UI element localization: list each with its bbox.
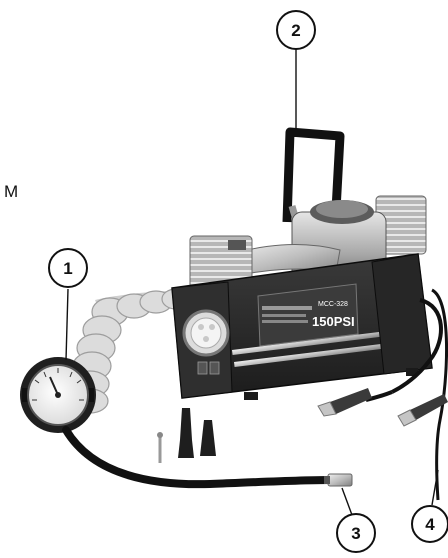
air-hose xyxy=(62,426,353,489)
model-label: MCC-328 xyxy=(318,301,348,308)
battery-clamp-right xyxy=(397,394,448,427)
pressure-label: 150PSI xyxy=(312,314,355,329)
light-switch xyxy=(209,361,220,375)
callout-3: 3 xyxy=(336,513,376,553)
callout-2: 2 xyxy=(276,10,316,50)
side-letter: M xyxy=(4,182,19,201)
callout-leaders xyxy=(65,48,439,516)
power-switch xyxy=(197,361,208,375)
nozzle-adapters xyxy=(157,408,216,463)
air-chuck xyxy=(327,473,353,487)
callout-1: 1 xyxy=(48,248,88,288)
callout-4: 4 xyxy=(411,505,448,543)
callout-3-label: 3 xyxy=(351,524,360,543)
power-cable xyxy=(317,288,448,501)
callout-1-label: 1 xyxy=(63,259,72,278)
battery-clamp-left xyxy=(317,388,372,417)
callout-4-label: 4 xyxy=(425,515,435,534)
pressure-gauge xyxy=(20,357,96,433)
compressor-body: MCC-328 150PSI xyxy=(171,195,433,400)
callout-2-label: 2 xyxy=(291,21,300,40)
